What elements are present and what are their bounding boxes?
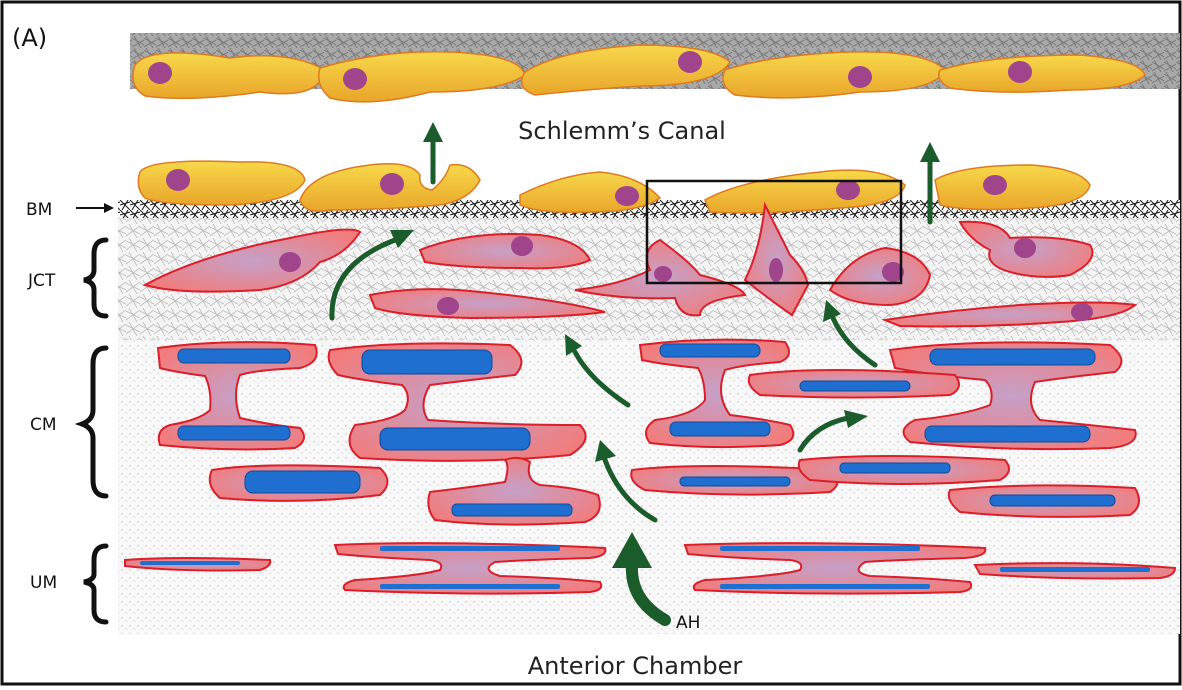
schlemms-canal-label: Schlemm’s Canal	[518, 117, 726, 145]
collagen-beam	[452, 504, 572, 516]
collagen-beam	[800, 381, 910, 391]
nucleus	[848, 66, 872, 88]
nucleus	[380, 173, 404, 195]
nucleus	[1014, 238, 1036, 258]
nucleus	[654, 266, 672, 282]
collagen-beam	[380, 428, 530, 450]
anterior-chamber-label: Anterior Chamber	[528, 652, 743, 680]
cm-label: CM	[30, 415, 57, 435]
um-region	[118, 538, 1180, 634]
nucleus	[511, 236, 533, 256]
collagen-beam	[840, 463, 950, 473]
collagen-beam	[925, 426, 1090, 442]
nucleus	[769, 258, 783, 282]
nucleus	[437, 297, 459, 315]
nucleus	[279, 252, 301, 272]
ah-label: AH	[676, 613, 700, 633]
um-label: UM	[30, 573, 57, 593]
collagen-beam	[1000, 567, 1150, 572]
collagen-beam	[380, 584, 560, 589]
collagen-beam	[380, 546, 560, 551]
collagen-beam	[720, 584, 930, 589]
collagen-beam	[680, 477, 790, 486]
collagen-beam	[660, 344, 760, 357]
collagen-beam	[178, 349, 290, 363]
collagen-beam	[245, 471, 360, 493]
jct-label: JCT	[27, 271, 56, 291]
collagen-beam	[178, 426, 290, 440]
nucleus	[836, 180, 860, 200]
collagen-beam	[362, 350, 492, 374]
collagen-beam	[930, 349, 1095, 365]
nucleus	[148, 62, 172, 84]
panel-label: (A)	[12, 24, 47, 52]
collagen-beam	[990, 495, 1115, 506]
collagen-beam	[720, 546, 920, 551]
collagen-beam	[670, 422, 770, 436]
bm-label: BM	[26, 200, 52, 220]
nucleus	[615, 186, 639, 206]
nucleus	[1071, 303, 1093, 321]
nucleus	[343, 68, 367, 90]
nucleus	[166, 169, 190, 191]
nucleus	[983, 175, 1007, 195]
collagen-beam	[140, 561, 240, 565]
nucleus	[678, 51, 702, 73]
nucleus	[1008, 61, 1032, 83]
